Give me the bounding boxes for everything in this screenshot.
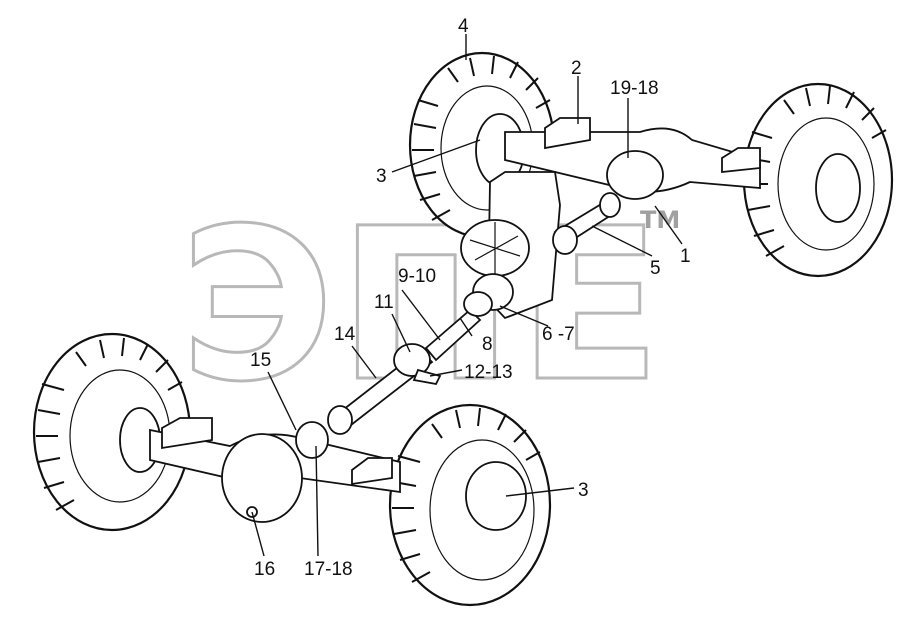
callout-3-lower: 3 xyxy=(578,480,589,501)
callout-1: 1 xyxy=(680,246,691,267)
callout-2: 2 xyxy=(571,58,582,79)
lower-left-wheel xyxy=(32,332,192,532)
callout-6-7: 6 -7 xyxy=(542,324,575,345)
callout-5: 5 xyxy=(650,258,661,279)
universal-joint xyxy=(424,308,482,362)
upper-differential-flange xyxy=(606,150,664,200)
callout-9-10: 9-10 xyxy=(398,266,436,287)
upper-right-wheel xyxy=(742,82,894,278)
upper-axle-bracket-right xyxy=(721,147,761,173)
callout-17-18: 17-18 xyxy=(304,559,353,580)
leader-lines xyxy=(251,34,683,557)
upper-axle-bracket xyxy=(544,117,591,150)
lower-axle-bracket-right xyxy=(351,457,393,486)
callout-16: 16 xyxy=(254,559,275,580)
intermediate-support-bearing xyxy=(393,343,431,377)
callout-labels: 4 2 19-18 3 1 5 9-10 11 6 -7 8 14 15 12-… xyxy=(250,16,691,580)
lower-axle-assembly xyxy=(32,291,552,607)
callout-12-13: 12-13 xyxy=(464,362,513,383)
lower-axle-bracket-left xyxy=(161,417,213,450)
lower-differential xyxy=(221,433,303,523)
callout-8: 8 xyxy=(482,334,493,355)
callout-3-upper: 3 xyxy=(376,166,387,187)
lower-right-wheel xyxy=(388,403,552,607)
callout-14: 14 xyxy=(334,324,356,345)
upper-axle-assembly xyxy=(408,51,894,320)
watermark-tm: TM xyxy=(640,206,680,234)
callout-4: 4 xyxy=(458,16,469,37)
callout-15: 15 xyxy=(250,350,271,371)
callout-19-18: 19-18 xyxy=(610,78,659,99)
callout-11: 11 xyxy=(374,292,394,313)
